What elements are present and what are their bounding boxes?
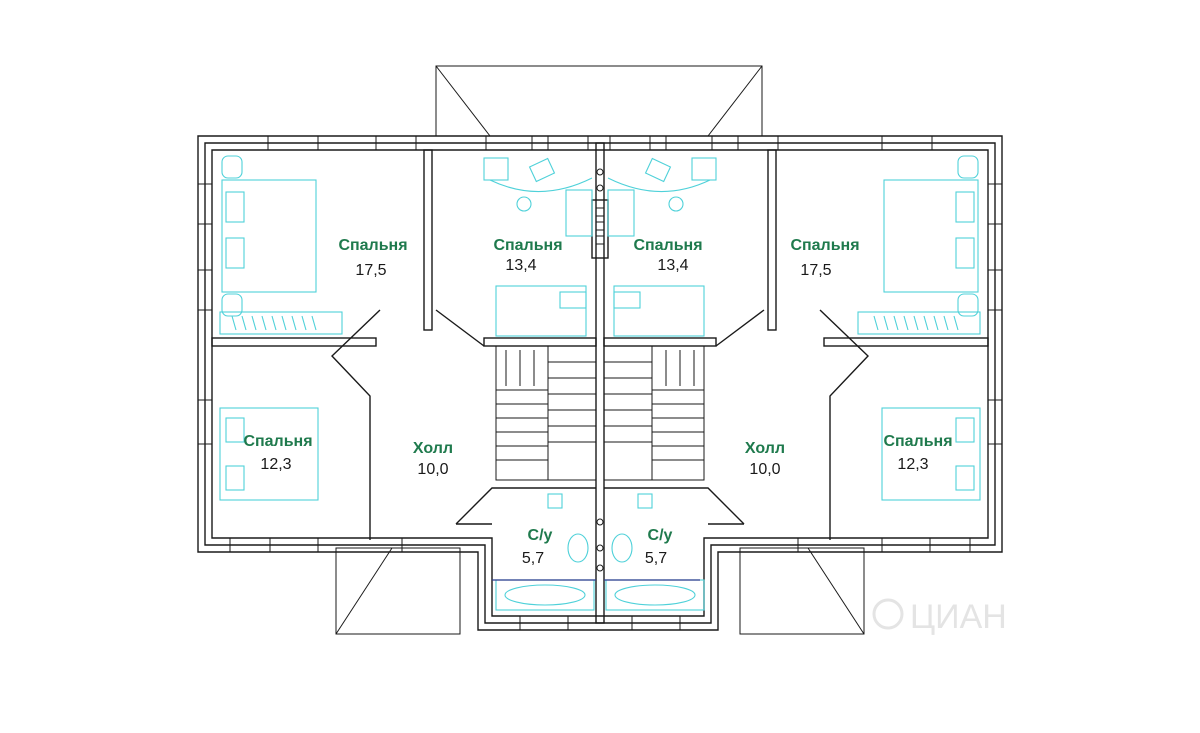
room-name: Холл [413,440,453,457]
watermark-text: ЦИАН [910,598,1007,636]
room-name: Спальня [243,433,312,450]
room-bedroom-1: Спальня 17,5 [338,237,407,279]
wardrobe-right [857,311,981,335]
room-bedroom-3: Спальня 13,4 [633,237,702,274]
room-area: 12,3 [260,456,291,473]
room-hall-1: Холл 10,0 [413,440,453,478]
room-area: 17,5 [355,262,386,279]
room-name: Холл [745,440,785,457]
room-area: 13,4 [505,257,536,274]
bed-right-top [883,155,979,317]
room-bedroom-5: Спальня 12,3 [243,433,312,473]
room-name: Спальня [883,433,952,450]
outer-walls [197,135,1003,631]
vent-shaft [591,168,609,572]
windows [197,135,1003,631]
room-name: С/у [648,527,673,544]
wardrobe-left [219,311,343,335]
room-area: 5,7 [645,550,667,567]
room-name: Спальня [338,237,407,254]
room-name: Спальня [633,237,702,254]
room-bedroom-6: Спальня 12,3 [883,433,952,473]
staircase-left [495,345,597,481]
room-area: 13,4 [657,257,688,274]
room-area: 17,5 [800,262,831,279]
room-name: С/у [528,527,553,544]
room-name: Спальня [790,237,859,254]
desks-left [483,157,593,337]
room-name: Спальня [493,237,562,254]
desks-right [607,157,717,337]
room-area: 12,3 [897,456,928,473]
roof-top [435,65,763,137]
room-bedroom-2: Спальня 13,4 [493,237,562,274]
bed-left-top [221,155,317,317]
room-bathroom-1: С/у 5,7 [522,527,553,567]
room-area: 5,7 [522,550,544,567]
roof-bottom-right [739,547,865,635]
staircase-right [603,345,705,481]
room-area: 10,0 [417,461,448,478]
bed-right-bottom [881,407,981,501]
bathroom-left-fixtures [492,493,596,611]
room-bathroom-2: С/у 5,7 [645,527,673,567]
room-hall-2: Холл 10,0 [745,440,785,478]
bed-left-bottom [219,407,319,501]
bathroom-right-fixtures [604,493,705,611]
room-bedroom-4: Спальня 17,5 [790,237,859,279]
watermark-logo: ЦИАН [872,598,1007,636]
roof-bottom-left [335,547,461,635]
room-area: 10,0 [749,461,780,478]
